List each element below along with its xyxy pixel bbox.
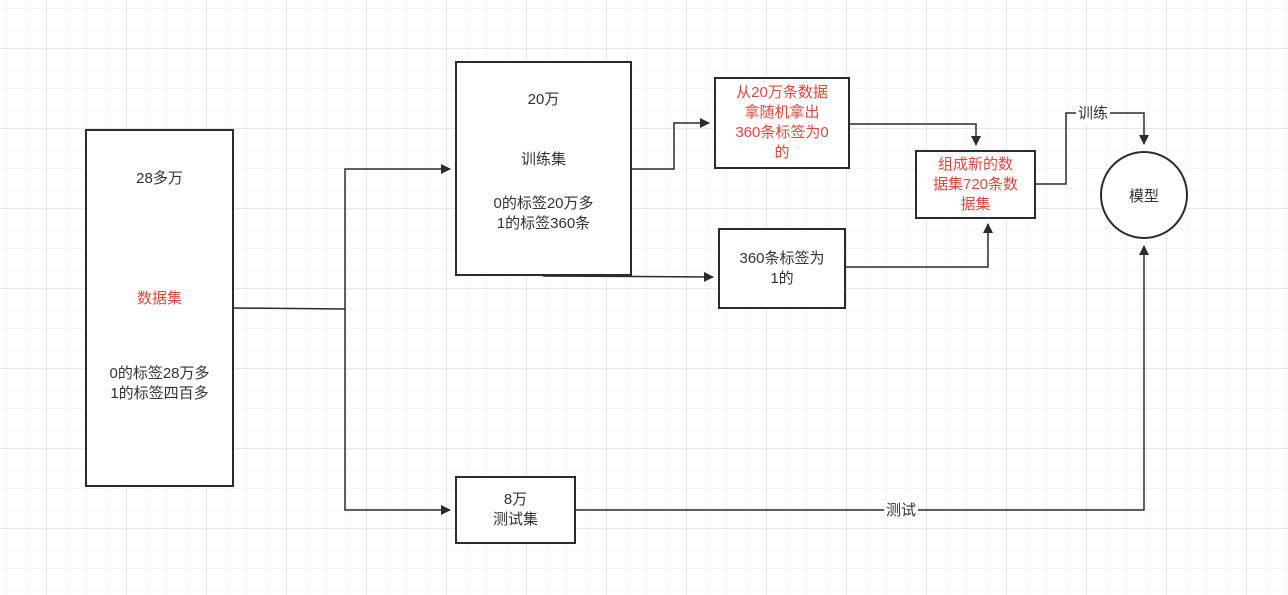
train-set-title: 训练集 (520, 151, 566, 168)
edge-dataset-to-train (233, 164, 451, 310)
sample-line3: 360条标签为0 (735, 124, 829, 141)
edge-label1-to-newset (846, 223, 993, 268)
new-dataset-box[interactable]: 组成新的数 据集720条数 据集 (915, 150, 1036, 219)
sample-line2: 拿随机拿出 (744, 104, 820, 121)
test-set-box[interactable]: 8万 测试集 (455, 476, 576, 544)
label1-line2: 1的 (770, 269, 794, 287)
sample-line4: 的 (774, 144, 790, 161)
dataset-box[interactable]: 28多万 数据集 0的标签28万多 1的标签四百多 (85, 129, 234, 487)
dataset-label1: 1的标签四百多 (110, 385, 209, 402)
train-set-label0: 0的标签20万多 (493, 195, 594, 212)
train-set-label1: 1的标签360条 (496, 215, 591, 232)
edge-test-to-model (576, 245, 1149, 511)
label1-line1: 360条标签为 (739, 249, 825, 267)
edge-newset-to-model (1036, 112, 1149, 185)
dataset-size: 28多万 (136, 170, 183, 187)
edge-label-train: 训练 (1076, 105, 1111, 123)
dataset-label0: 0的标签28万多 (109, 365, 210, 382)
train-set-box[interactable]: 20万 训练集 0的标签20万多 1的标签360条 (455, 61, 632, 276)
dataset-title: 数据集 (136, 290, 182, 307)
edge-label-test: 测试 (884, 502, 919, 520)
edge-train-to-sample0 (632, 118, 710, 170)
sample-label0-box[interactable]: 从20万条数据 拿随机拿出 360条标签为0 的 (714, 77, 850, 169)
label1-box[interactable]: 360条标签为 1的 (718, 228, 846, 309)
model-node[interactable]: 模型 (1100, 151, 1188, 239)
model-label: 模型 (1128, 187, 1159, 205)
edge-train-to-label1 (542, 271, 714, 282)
test-set-size: 8万 (503, 491, 528, 508)
test-set-title: 测试集 (492, 511, 538, 528)
sample-line1: 从20万条数据 (736, 84, 828, 101)
edge-sample0-to-newset (850, 123, 981, 146)
train-set-size: 20万 (527, 91, 560, 108)
newset-line2: 据集720条数 (932, 175, 1019, 193)
newset-line3: 据集 (960, 195, 991, 213)
edge-dataset-to-test (344, 309, 451, 515)
newset-line1: 组成新的数 (937, 155, 1013, 173)
